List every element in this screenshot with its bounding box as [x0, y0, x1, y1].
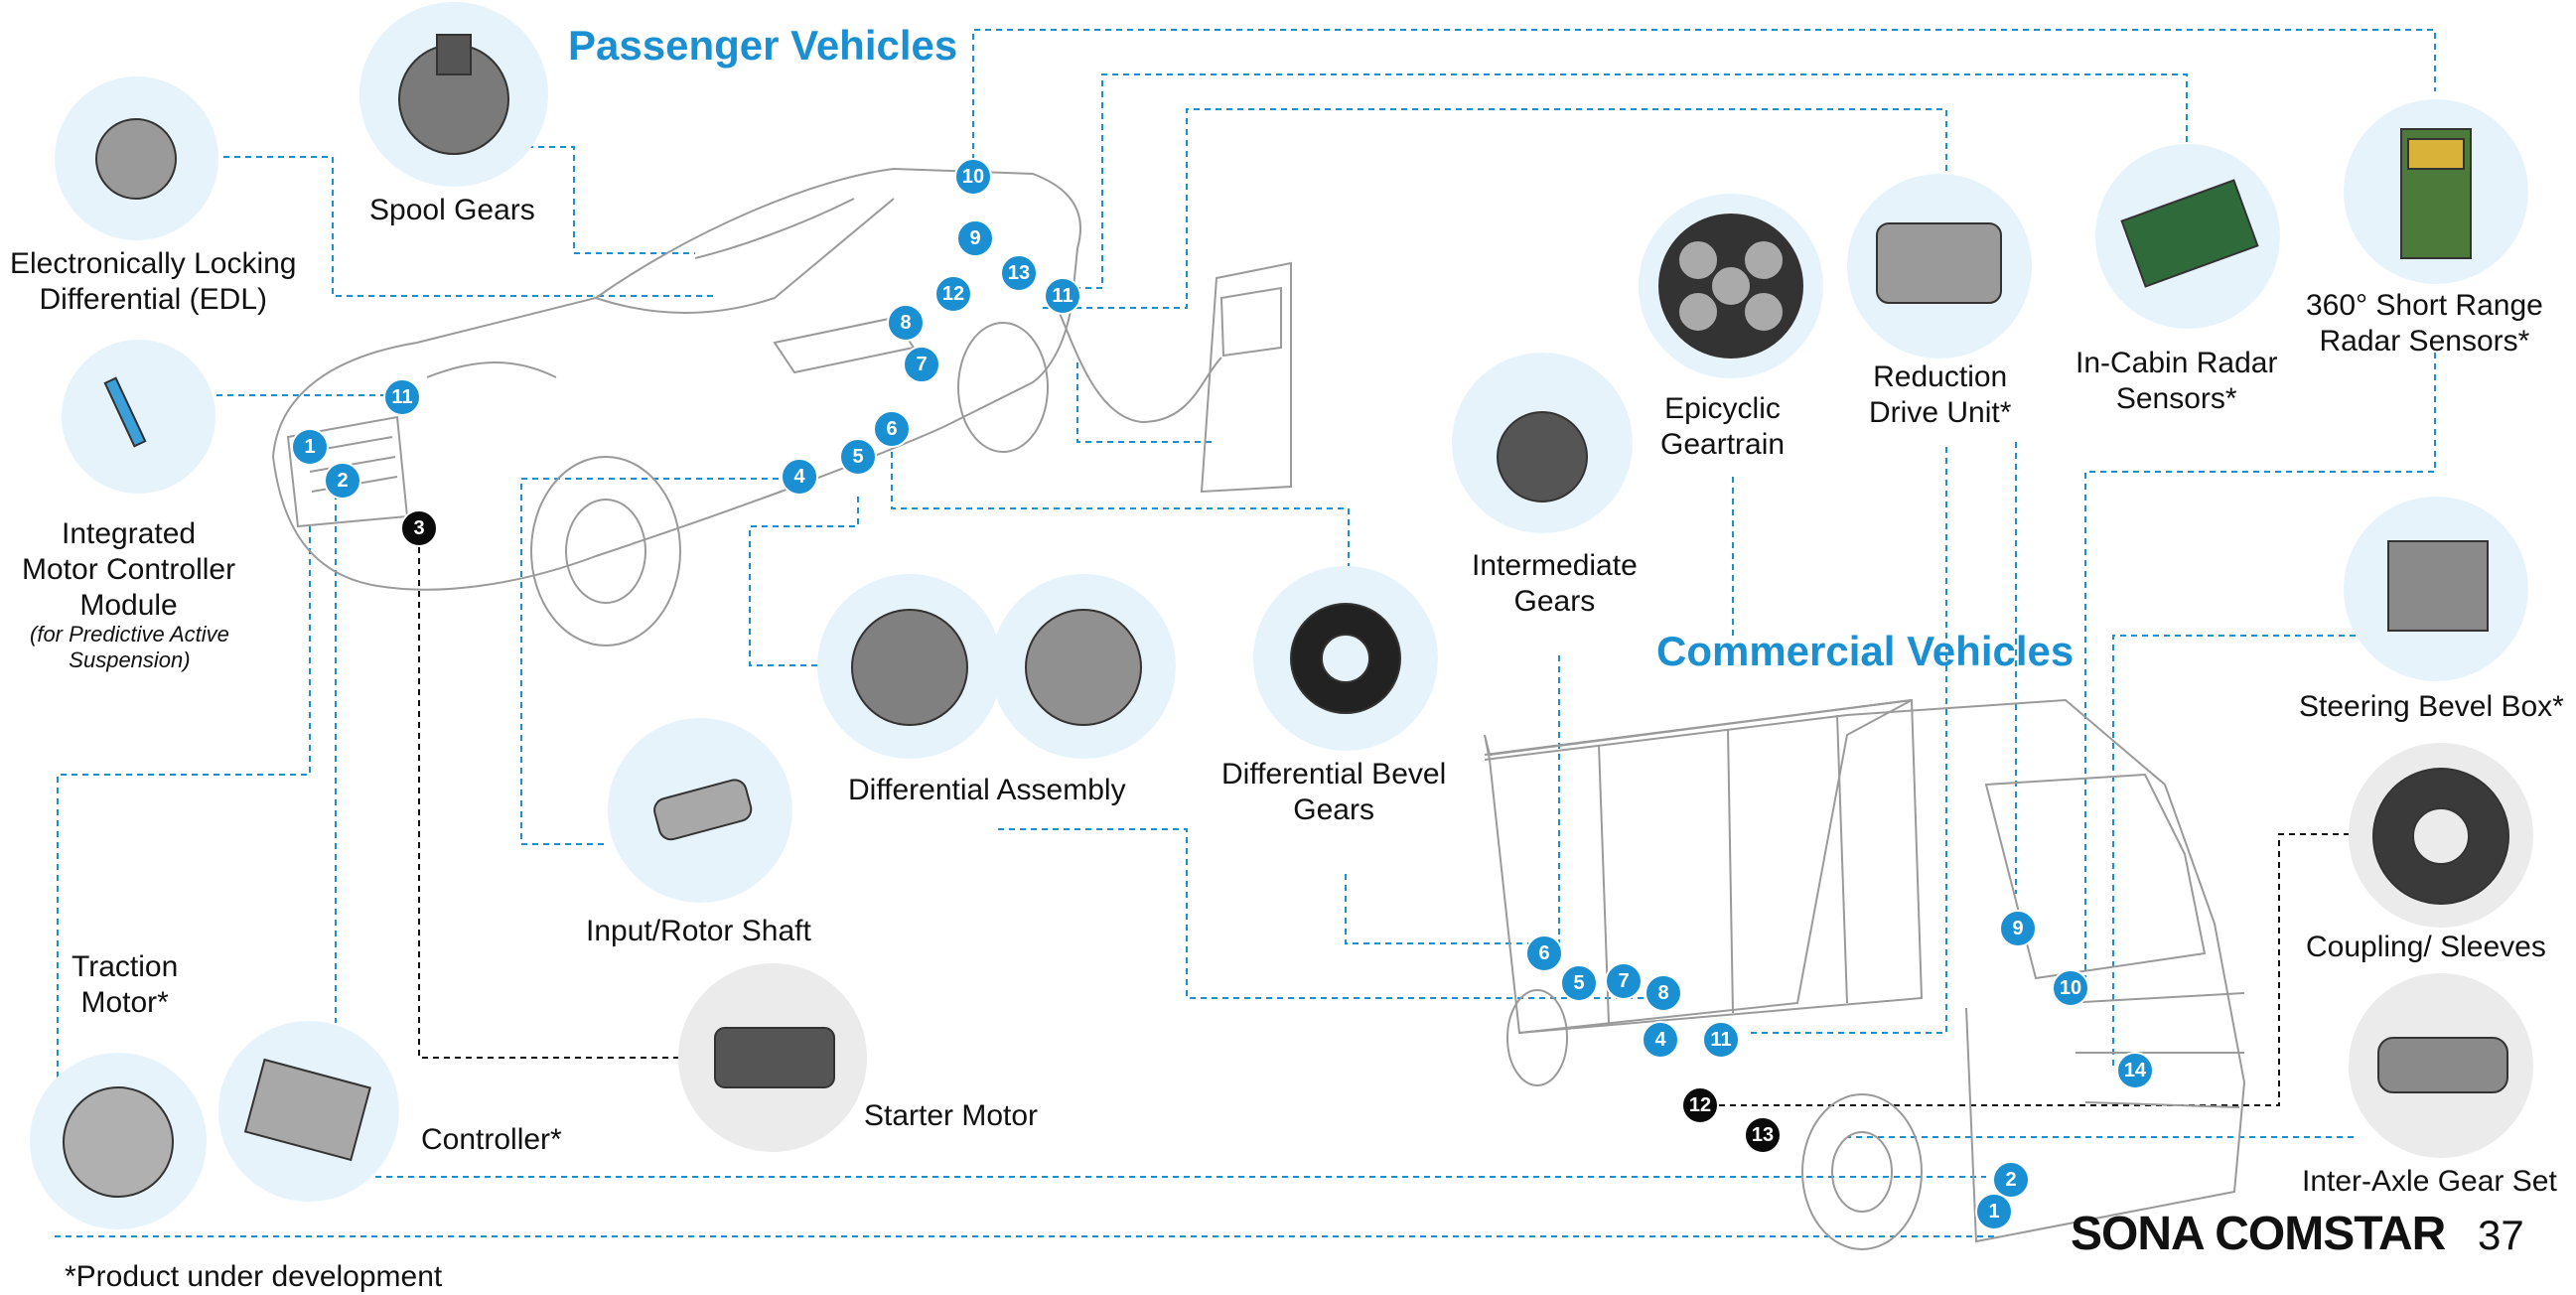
- truck-badge-7: 7: [1605, 962, 1643, 1000]
- truck-badge-12: 12: [1681, 1086, 1719, 1124]
- truck-badge-14: 14: [2116, 1052, 2154, 1089]
- car-badge-8: 8: [887, 304, 925, 342]
- truck-badge-11: 11: [1702, 1021, 1740, 1059]
- car-badge-1: 1: [291, 428, 329, 466]
- car-badge-11-front: 11: [383, 378, 421, 416]
- truck-badge-10: 10: [2052, 969, 2089, 1007]
- car-badge-5: 5: [839, 438, 877, 476]
- edl-label: Electronically Locking Differential (EDL…: [10, 247, 297, 316]
- truck-badge-4: 4: [1642, 1021, 1679, 1059]
- truck-badge-6: 6: [1525, 935, 1563, 972]
- imcm-label: Integrated Motor Controller Module: [22, 517, 236, 622]
- charging-station: [1200, 261, 1292, 494]
- car-badge-7: 7: [903, 346, 940, 383]
- car-badge-13: 13: [1000, 254, 1038, 292]
- imcm-note: (for Predictive Active Suspension): [30, 622, 229, 672]
- commercial-vehicles-heading: Commercial Vehicles: [1656, 628, 2075, 674]
- starter-motor-label: Starter Motor: [864, 1099, 1039, 1132]
- truck-badge-8: 8: [1645, 974, 1682, 1012]
- differential-assembly-label: Differential Assembly: [848, 774, 1126, 806]
- car-badge-9: 9: [956, 219, 994, 257]
- coupling-sleeves-label: Coupling/ Sleeves: [2306, 931, 2546, 963]
- car-badge-11-rear: 11: [1044, 277, 1081, 315]
- truck-badge-9: 9: [1999, 910, 2037, 947]
- spool-gears-label: Spool Gears: [369, 194, 535, 226]
- in-cabin-radar-label: In-Cabin Radar Sensors*: [2075, 347, 2278, 415]
- page-number: 37: [2478, 1212, 2524, 1258]
- imcm-image: [62, 340, 215, 494]
- car-body: [271, 167, 1081, 591]
- car-badge-2: 2: [324, 462, 361, 500]
- car-badge-10: 10: [954, 158, 992, 196]
- truck-rear-wheel: [1506, 989, 1568, 1086]
- truck-badge-5: 5: [1560, 964, 1598, 1002]
- truck-badge-13: 13: [1744, 1116, 1782, 1154]
- passenger-vehicles-heading: Passenger Vehicles: [568, 22, 958, 69]
- car-front-wheel: [530, 456, 681, 647]
- car-badge-3: 3: [400, 509, 438, 547]
- epicyclic-geartrain-label: Epicyclic Geartrain: [1660, 392, 1786, 461]
- input-rotor-shaft-label: Input/Rotor Shaft: [586, 915, 811, 947]
- car-badge-12: 12: [934, 275, 972, 313]
- inter-axle-gear-set-label: Inter-Axle Gear Set: [2302, 1165, 2557, 1198]
- car-badge-6: 6: [873, 410, 911, 448]
- differential-bevel-gears-label: Differential Bevel Gears: [1221, 758, 1447, 826]
- brand-logo: SONA COMSTAR: [2071, 1208, 2446, 1260]
- car-badge-4: 4: [781, 458, 818, 496]
- controller-label: Controller*: [421, 1123, 562, 1156]
- intermediate-gears-label: Intermediate Gears: [1472, 549, 1638, 618]
- truck-badge-1: 1: [1975, 1193, 2013, 1230]
- car-rear-wheel: [957, 322, 1049, 453]
- steering-bevel-box-label: Steering Bevel Box*: [2299, 690, 2564, 723]
- radar-360-label: 360° Short Range Radar Sensors*: [2306, 289, 2543, 358]
- truck-badge-2: 2: [1992, 1161, 2030, 1199]
- footnote: *Product under development: [65, 1260, 443, 1293]
- traction-motor-label: Traction Motor*: [72, 950, 179, 1019]
- truck-front-wheel: [1801, 1093, 1923, 1250]
- reduction-drive-unit-label: Reduction Drive Unit*: [1869, 360, 2012, 429]
